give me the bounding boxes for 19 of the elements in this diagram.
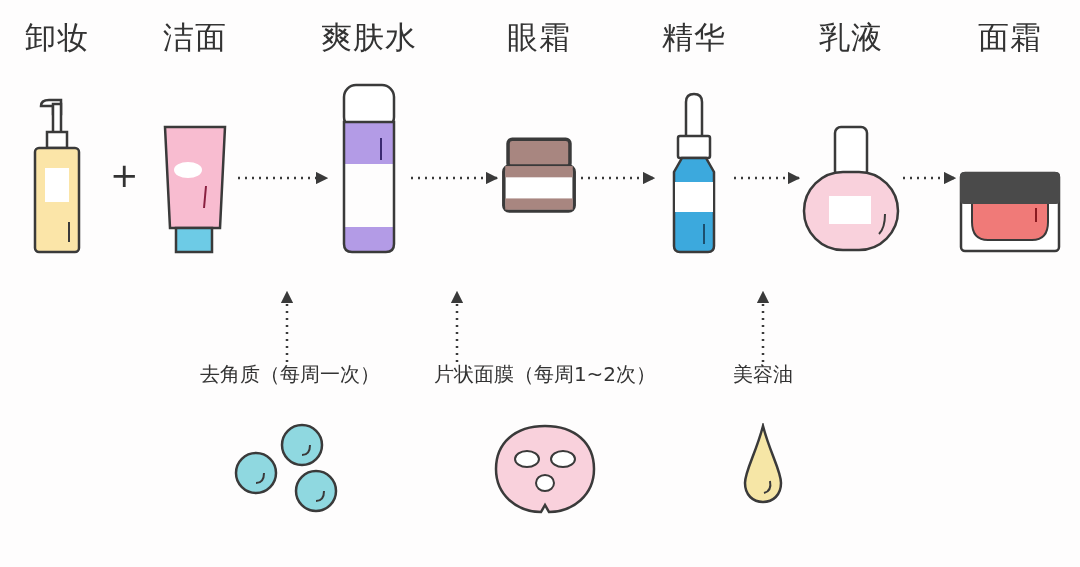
dotted-arrow	[756, 290, 770, 362]
dotted-arrow	[734, 171, 801, 185]
plus-sign: +	[110, 158, 139, 192]
step-heading: 洁面	[163, 22, 227, 53]
dotted-arrow	[411, 171, 499, 185]
dotted-arrow	[903, 171, 957, 185]
optional-step-label: 美容油	[733, 362, 793, 387]
optional-step-label: 片状面膜（每周1~2次）	[433, 362, 657, 387]
step-heading: 爽肤水	[321, 22, 417, 53]
dotted-arrow	[238, 171, 329, 185]
step-heading: 乳液	[819, 22, 883, 53]
dotted-arrow	[280, 290, 294, 362]
step-heading: 卸妆	[25, 22, 89, 53]
dotted-arrow	[450, 290, 464, 362]
dotted-arrow	[581, 171, 656, 185]
step-heading: 精华	[662, 22, 726, 53]
step-heading: 面霜	[978, 22, 1042, 53]
step-heading: 眼霜	[507, 22, 571, 53]
optional-step-label: 去角质（每周一次）	[200, 362, 380, 387]
